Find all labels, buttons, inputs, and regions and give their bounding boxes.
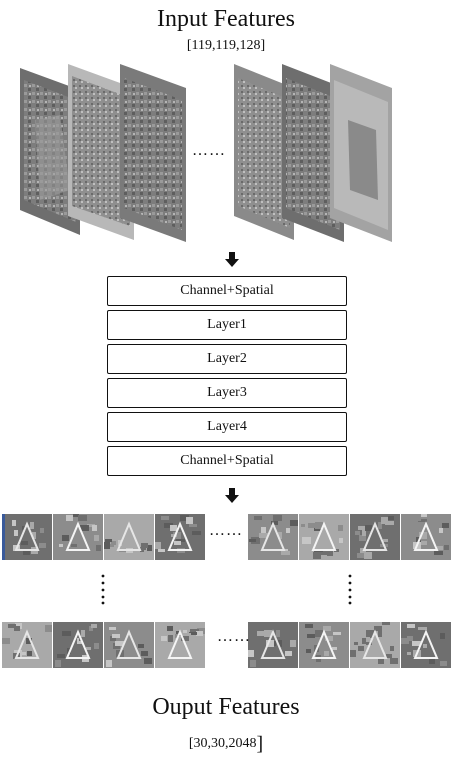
feature-map-thumbnail [401,622,451,668]
feature-map-thumbnail [350,514,400,560]
output-dims-bracket: ] [256,733,264,755]
layer-box-layer2: Layer2 [107,344,347,374]
input-features-dims: [119,119,128] [186,38,266,53]
output-tile-row [248,622,452,668]
output-tile-row [248,514,452,560]
vertical-ellipsis-left [101,574,105,605]
feature-map-thumbnail [299,514,349,560]
output-features-dims: [30,30,2048] [0,733,452,756]
feature-sheet [234,64,294,240]
arrow-down-icon [225,252,239,267]
vertical-ellipsis-right [348,574,352,605]
arrow-down-icon [225,488,239,503]
feature-sheet [20,68,80,235]
output-tile-row [2,622,206,668]
feature-map-thumbnail [2,514,52,560]
feature-map-thumbnail [53,622,103,668]
feature-sheet [120,64,186,242]
feature-sheet [68,64,134,240]
input-features-title: Input Features [157,6,295,32]
output-dims-text: [30,30,2048 [188,736,257,751]
layer-box-channel-spatial-2: Channel+Spatial [107,446,347,476]
feature-map-thumbnail [299,622,349,668]
feature-map-thumbnail [2,622,52,668]
output-features-title: Ouput Features [152,694,300,720]
feature-map-thumbnail [155,622,205,668]
layer-box-layer3: Layer3 [107,378,347,408]
feature-map-thumbnail [104,514,154,560]
input-feature-stack: …… [0,60,452,250]
row-ellipsis-top: …… [209,522,243,539]
feature-map-thumbnail [350,622,400,668]
stack-ellipsis: …… [192,142,226,159]
layer-box-layer4: Layer4 [107,412,347,442]
feature-map-thumbnail [248,514,298,560]
feature-map-thumbnail [104,622,154,668]
feature-sheet [330,64,392,242]
input-feature-stack-graphic [20,64,392,242]
layer-box-channel-spatial-1: Channel+Spatial [107,276,347,306]
feature-map-thumbnail [401,514,451,560]
feature-sheet [282,64,344,242]
layer-box-layer1: Layer1 [107,310,347,340]
feature-map-thumbnail [53,514,103,560]
feature-map-thumbnail [248,622,298,668]
row-ellipsis-bottom: …… [217,628,251,645]
feature-map-thumbnail [155,514,205,560]
output-tile-row [2,514,206,560]
